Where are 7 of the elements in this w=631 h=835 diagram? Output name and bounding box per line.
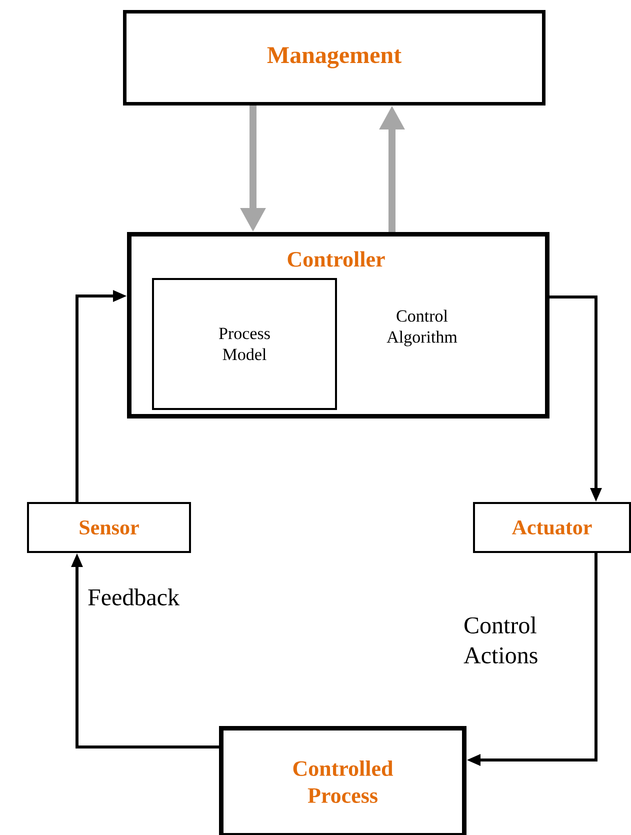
edge-label: Feedback <box>88 588 180 606</box>
process-box: Controlled Process <box>219 726 466 835</box>
process-box: Management <box>123 10 546 106</box>
process-model-box: Process Model <box>152 278 337 410</box>
process-box: Sensor <box>27 502 191 553</box>
edge-label: Control Actions <box>464 616 538 664</box>
process-box: Actuator <box>473 502 631 553</box>
